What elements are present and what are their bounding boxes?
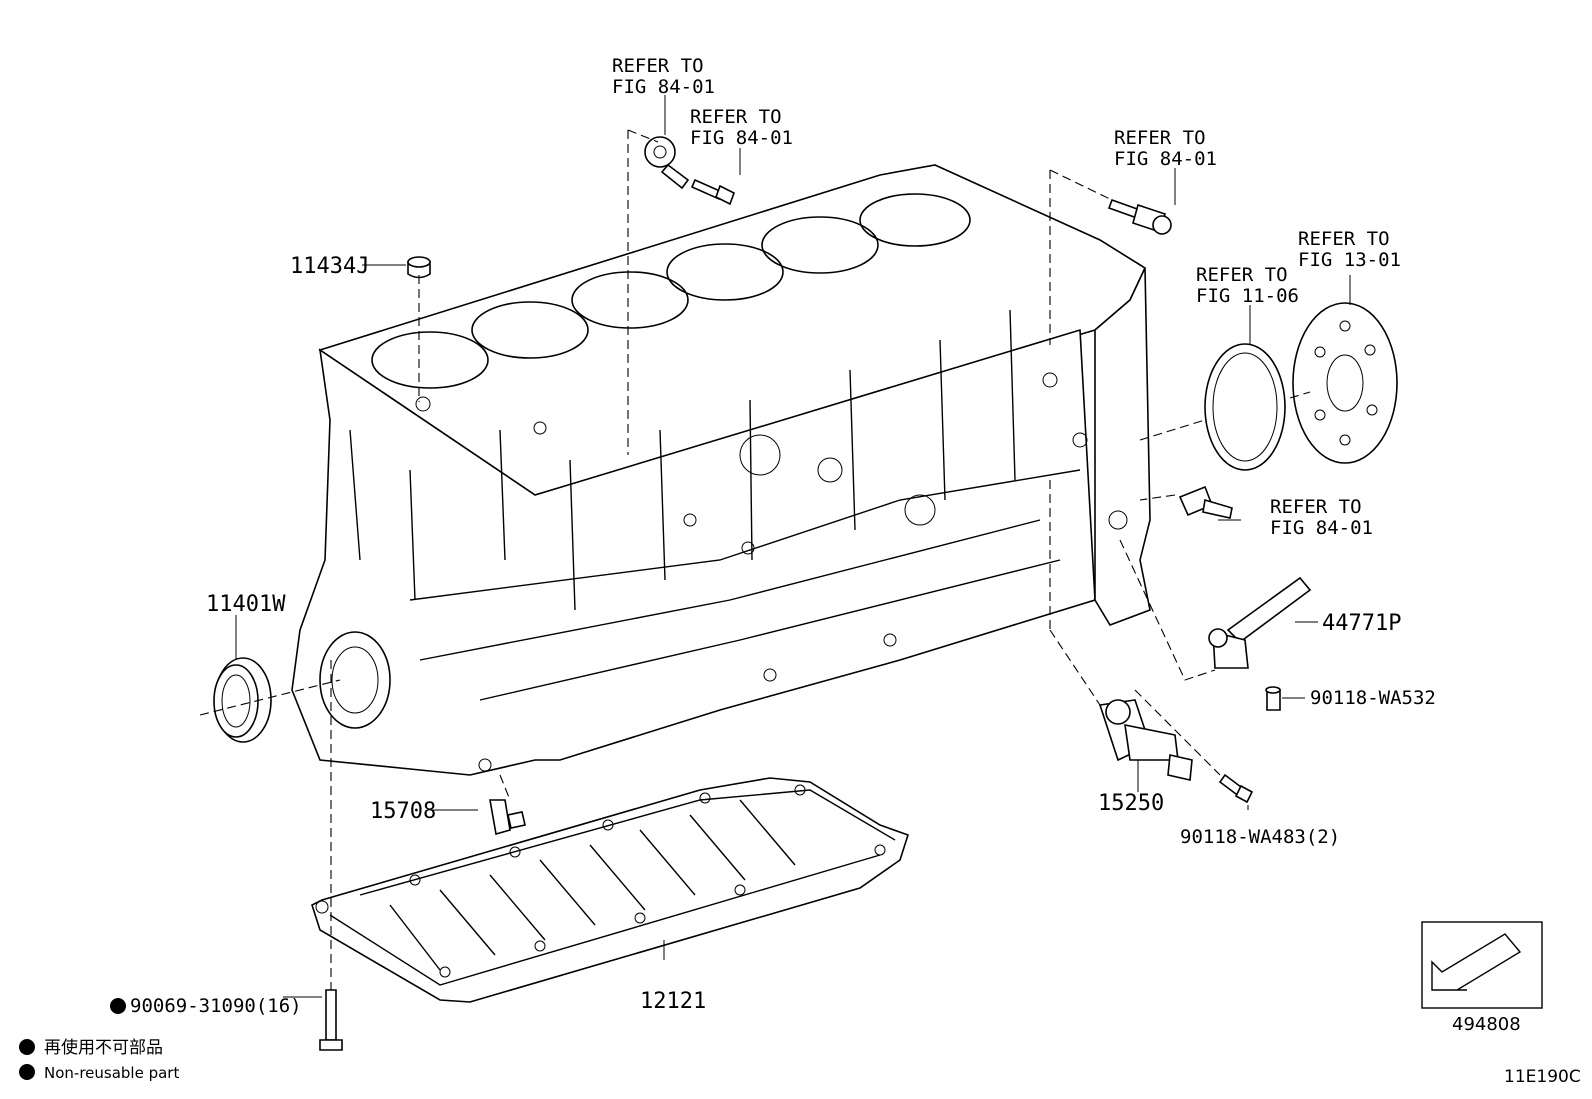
legend-marker-en <box>19 1064 35 1080</box>
rear-oil-seal-11401W-illustration <box>213 657 272 743</box>
part-number-15708: 15708 <box>370 799 436 824</box>
front-box-number: 494808 <box>1452 1014 1521 1035</box>
oil-control-valve-15250-illustration <box>1098 699 1193 781</box>
crankshaft-oil-seal-ring-illustration <box>1204 343 1286 471</box>
front-direction-box <box>1421 921 1543 1009</box>
oil-pan-stiffener-illustration <box>311 777 909 1003</box>
refer-label-knock-sensor-a-line2: FIG 84-01 <box>612 76 715 98</box>
part-number-12121: 12121 <box>640 989 706 1014</box>
bolt-90118-WA532-illustration <box>1265 686 1281 711</box>
non-reusable-marker-90069 <box>110 998 126 1014</box>
part-number-90118-WA483: 90118-WA483(2) <box>1180 826 1340 848</box>
vacuum-pipe-44771P-illustration <box>1208 576 1312 669</box>
refer-label-knock-sensor-a-line1: REFER TO <box>612 55 704 77</box>
refer-label-knock-sensor-b-line2: FIG 84-01 <box>690 127 793 149</box>
legend-marker-jp <box>19 1039 35 1055</box>
part-number-90118-WA532: 90118-WA532 <box>1310 687 1436 709</box>
assembly-dashed-lines <box>199 129 1311 990</box>
refer-label-sensor-side-line1: REFER TO <box>1270 496 1362 518</box>
bolt-90118-WA483-illustration <box>1218 773 1254 804</box>
figure-code: 11E190C <box>1504 1067 1581 1087</box>
legend-text-en: Non-reusable part <box>44 1064 179 1082</box>
part-number-44771P: 44771P <box>1322 611 1401 636</box>
part-number-90069-31090: 90069-31090(16) <box>130 995 302 1017</box>
knock-sensor-illustration <box>644 136 735 206</box>
refer-label-drive-plate-line2: FIG 13-01 <box>1298 249 1401 271</box>
refer-label-sensor-top-line1: REFER TO <box>1114 127 1206 149</box>
refer-label-oil-seal-line1: REFER TO <box>1196 264 1288 286</box>
cylinder-block-illustration <box>291 164 1151 776</box>
refer-label-sensor-side-line2: FIG 84-01 <box>1270 517 1373 539</box>
refer-label-oil-seal-line2: FIG 11-06 <box>1196 285 1299 307</box>
refer-label-knock-sensor-b-line1: REFER TO <box>690 106 782 128</box>
legend-text-jp: 再使用不可部品 <box>44 1037 163 1058</box>
leader-lines <box>235 95 1351 998</box>
part-number-11401W: 11401W <box>206 592 286 617</box>
drive-plate-illustration <box>1292 302 1398 464</box>
bolt-90069-31090-illustration <box>319 989 343 1051</box>
part-number-11434J: 11434J <box>290 254 369 279</box>
water-temperature-sensor-illustration <box>1178 485 1233 519</box>
refer-label-sensor-top-line2: FIG 84-01 <box>1114 148 1217 170</box>
oil-jet-15708-illustration <box>489 799 526 836</box>
refer-label-drive-plate-line1: REFER TO <box>1298 228 1390 250</box>
plug-11434J-illustration <box>407 256 431 279</box>
part-number-15250: 15250 <box>1098 791 1164 816</box>
oil-pressure-sensor-illustration <box>1107 198 1172 235</box>
